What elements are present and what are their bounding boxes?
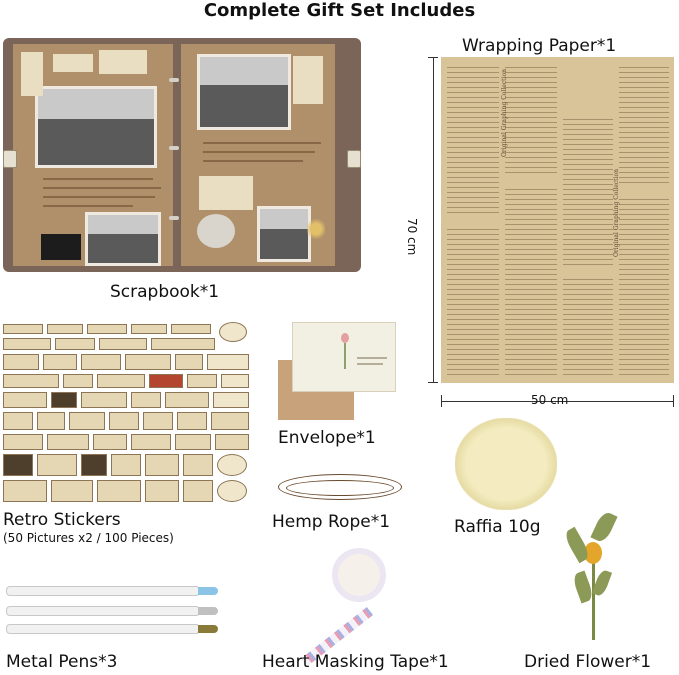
ticket-decor bbox=[99, 50, 147, 74]
metal-pens-image bbox=[6, 584, 224, 640]
wrapping-paper-label: Wrapping Paper*1 bbox=[462, 36, 617, 56]
pen-blue bbox=[6, 586, 200, 596]
moon-decor bbox=[197, 214, 235, 248]
dried-flower-label: Dried Flower*1 bbox=[524, 652, 652, 672]
gold-flake-decor bbox=[307, 214, 325, 244]
metal-pens-label: Metal Pens*3 bbox=[6, 652, 118, 672]
scrapbook-right-page bbox=[181, 44, 335, 266]
advisory-label bbox=[41, 234, 81, 260]
right-page-photo bbox=[197, 54, 291, 130]
flower-bud bbox=[584, 542, 602, 564]
height-dimension-line bbox=[433, 57, 434, 383]
raffia-image bbox=[455, 418, 557, 510]
retro-stickers-detail: (50 Pictures x2 / 100 Pieces) bbox=[3, 531, 174, 545]
scrapbook-label: Scrapbook*1 bbox=[110, 282, 220, 302]
right-page-photo-small bbox=[257, 206, 311, 262]
envelope-image bbox=[278, 318, 398, 422]
tape-roll bbox=[332, 548, 386, 602]
page-title: Complete Gift Set Includes bbox=[203, 0, 476, 21]
width-dimension-line bbox=[441, 401, 674, 402]
ticket-decor bbox=[293, 56, 323, 104]
bottle-decor bbox=[199, 176, 253, 210]
raffia-label: Raffia 10g bbox=[454, 517, 541, 537]
retro-stickers-label: Retro Stickers bbox=[3, 510, 121, 530]
clasp-left bbox=[3, 150, 17, 168]
wrapping-paper-image: Original Graphing Collection Original Gr… bbox=[441, 57, 674, 383]
dried-flower-image bbox=[562, 508, 622, 642]
hemp-rope-label: Hemp Rope*1 bbox=[272, 512, 391, 532]
pen-silver bbox=[6, 606, 200, 616]
clasp-right bbox=[347, 150, 361, 168]
pen-gold bbox=[6, 624, 200, 634]
greeting-card bbox=[292, 322, 396, 392]
masking-tape-image bbox=[286, 548, 390, 667]
envelope-label: Envelope*1 bbox=[278, 428, 376, 448]
retro-stickers-image bbox=[3, 322, 249, 504]
ticket-decor bbox=[21, 52, 43, 96]
ticket-decor bbox=[53, 54, 93, 72]
wrapping-height: 70 cm bbox=[405, 218, 419, 256]
left-page-photo bbox=[35, 86, 157, 168]
wrapping-width: 50 cm bbox=[531, 393, 569, 407]
scrapbook-left-page bbox=[13, 44, 173, 266]
hemp-rope-image bbox=[278, 470, 404, 506]
left-page-photo-small bbox=[85, 212, 161, 266]
scrapbook-image bbox=[3, 38, 361, 272]
masking-tape-label: Heart Masking Tape*1 bbox=[262, 652, 449, 672]
